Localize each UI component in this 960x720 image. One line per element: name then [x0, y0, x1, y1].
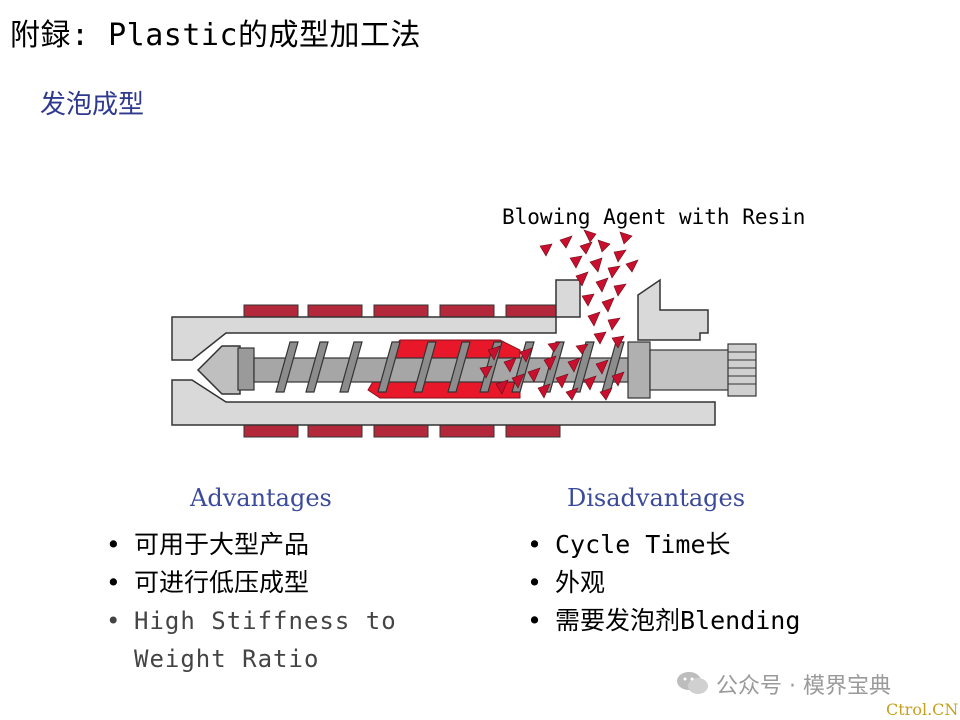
- disadvantages-heading: Disadvantages: [567, 484, 746, 512]
- watermark-text: 公众号 · 模界宝典: [716, 674, 891, 699]
- screw-spline: [727, 343, 757, 397]
- nozzle-tip: [196, 345, 241, 395]
- wechat-icon: [677, 672, 708, 694]
- list-item: •可进行低压成型: [106, 568, 310, 597]
- list-item: •需要发泡剂Blending: [527, 606, 801, 635]
- barrel-top-wall: [171, 279, 581, 361]
- section-subtitle: 发泡成型: [40, 90, 145, 120]
- check-ring: [237, 347, 255, 391]
- diagram-label: Blowing Agent with Resin: [502, 205, 805, 229]
- screw-drive-hub: [627, 341, 651, 399]
- hopper-wall: [637, 278, 709, 341]
- disadvantages-list: •Cycle Time长 •外观 •需要发泡剂Blending: [527, 526, 801, 640]
- heater-bands-top: [243, 304, 561, 318]
- list-item: •Cycle Time长: [527, 530, 731, 559]
- spline-lines: [728, 351, 756, 385]
- barrel-bottom-wall: [171, 379, 716, 426]
- screw-drive-shaft: [649, 349, 731, 391]
- list-item: •可用于大型产品: [106, 530, 310, 559]
- resin-pellets: [479, 229, 639, 401]
- list-item: •High Stiffness to: [106, 607, 397, 635]
- site-watermark: Ctrol.CN: [886, 700, 959, 719]
- list-item-continued: Weight Ratio: [134, 645, 320, 673]
- list-item: •外观: [527, 568, 606, 597]
- heater-bands-bottom: [243, 424, 561, 438]
- advantages-heading: Advantages: [190, 484, 332, 512]
- advantages-list: •可用于大型产品 •可进行低压成型 •High Stiffness to Wei…: [106, 526, 397, 678]
- page-title: 附録: Plastic的成型加工法: [10, 18, 422, 53]
